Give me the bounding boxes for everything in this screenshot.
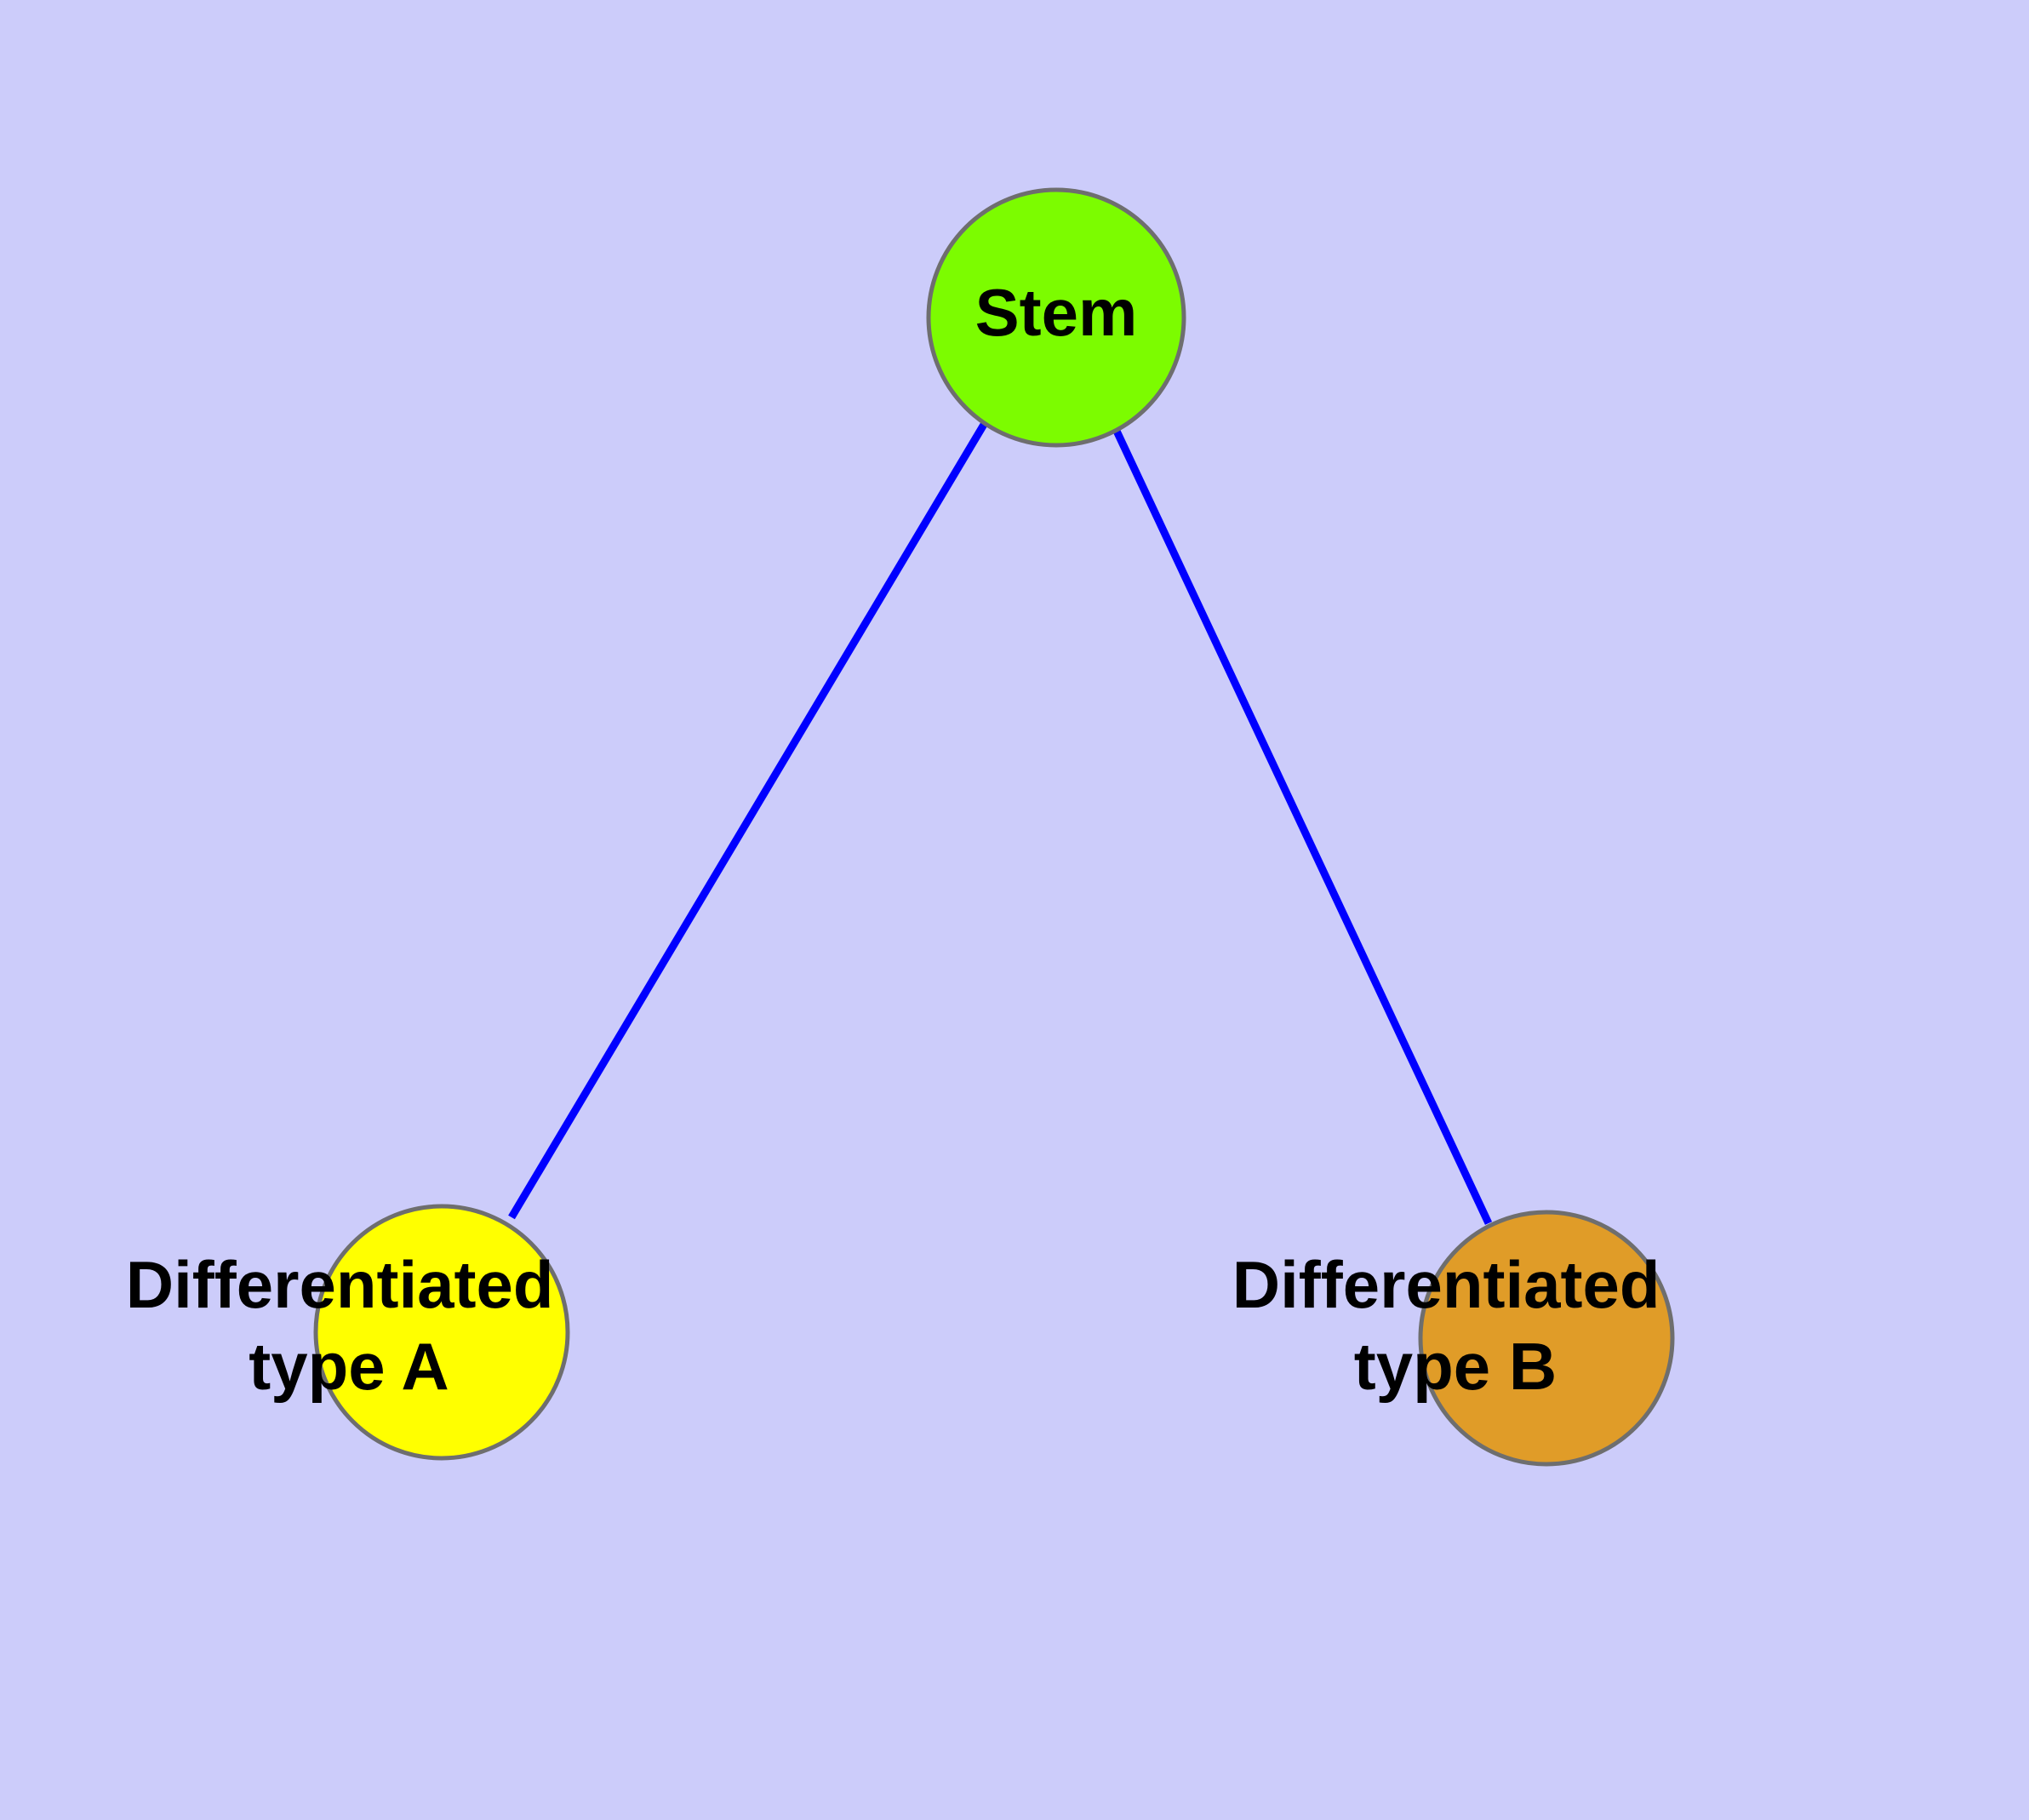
node-differentiated-type-a-label-line-2: type A — [249, 1329, 449, 1404]
edge-stem-to-differentiated-type-b[interactable] — [1111, 426, 1493, 1225]
node-layer — [313, 187, 1675, 1467]
node-differentiated-type-b-circle[interactable] — [1418, 1210, 1675, 1467]
node-stem-label-line-1: Stem — [975, 275, 1138, 350]
node-stem-circle[interactable] — [926, 187, 1186, 448]
node-stem-label: Stem — [975, 275, 1138, 350]
edge-layer — [508, 421, 1493, 1225]
node-differentiated-type-a[interactable] — [313, 1204, 570, 1461]
node-differentiated-type-b-label-line-2: type B — [1354, 1329, 1557, 1404]
node-differentiated-type-b[interactable] — [1418, 1210, 1675, 1467]
node-stem[interactable] — [926, 187, 1186, 448]
edge-stem-to-differentiated-type-a[interactable] — [508, 421, 988, 1220]
node-differentiated-type-a-circle[interactable] — [313, 1204, 570, 1461]
label-layer: Stem Differentiated type A Differentiate… — [126, 275, 1678, 1404]
node-differentiated-type-b-label: Differentiated type B — [1232, 1247, 1678, 1404]
node-differentiated-type-a-label-line-1: Differentiated — [126, 1247, 554, 1322]
node-differentiated-type-b-label-line-1: Differentiated — [1232, 1247, 1660, 1322]
node-differentiated-type-a-label: Differentiated type A — [126, 1247, 572, 1404]
